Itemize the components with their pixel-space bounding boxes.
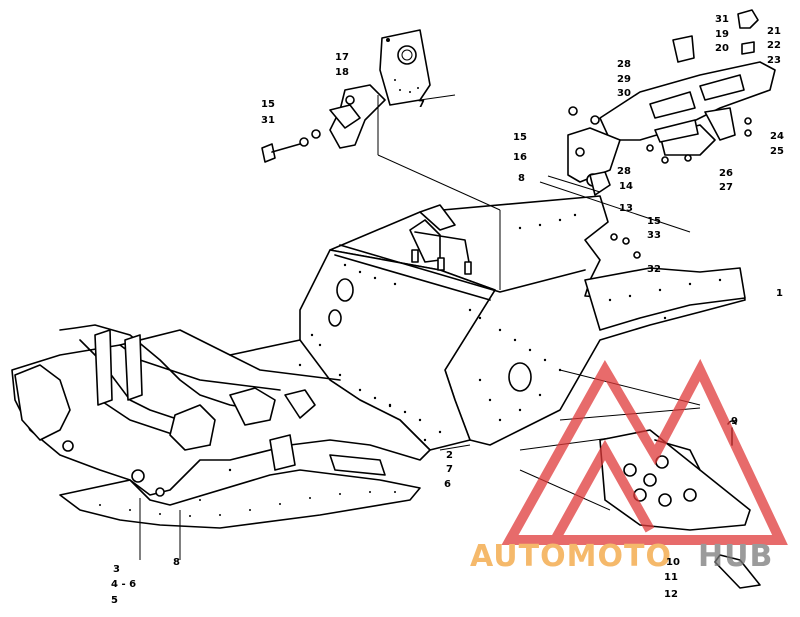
callout-32: 32 [647, 264, 661, 275]
callout-24: 24 [770, 131, 784, 142]
callout-10: 10 [666, 557, 680, 568]
callout-11: 11 [664, 572, 678, 583]
watermark-triangle-icon [501, 358, 788, 545]
callout-18: 18 [335, 67, 349, 78]
callout-9: 9 [731, 416, 738, 427]
callout-2: 2 [446, 450, 453, 461]
callout-26: 26 [719, 168, 733, 179]
callout-28-lower: 28 [617, 166, 631, 177]
callout-14: 14 [619, 181, 633, 192]
callout-15-right: 15 [647, 216, 661, 227]
watermark-text-automoto: AUTOMOTO [470, 539, 672, 574]
callout-1: 1 [776, 288, 783, 299]
callout-8: 8 [518, 173, 525, 184]
callout-19: 19 [715, 29, 729, 40]
callout-20: 20 [715, 43, 729, 54]
watermark-text-hub: HUB [698, 539, 773, 574]
callout-33: 33 [647, 230, 661, 241]
callout-12: 12 [664, 589, 678, 600]
callout-17: 17 [335, 52, 349, 63]
callout-15-left: 15 [261, 99, 275, 110]
callout-23: 23 [767, 55, 781, 66]
callout-7-upper: 7 [418, 99, 425, 110]
callout-7-lower: 7 [446, 464, 453, 475]
callout-31-left: 31 [261, 115, 275, 126]
callout-29: 29 [617, 74, 631, 85]
callout-8-lower: 8 [173, 557, 180, 568]
callout-21: 21 [767, 26, 781, 37]
callout-15-mid: 15 [513, 132, 527, 143]
callout-30: 30 [617, 88, 631, 99]
callout-28: 28 [617, 59, 631, 70]
front-rivets [228, 363, 392, 472]
callout-6: 6 [444, 479, 451, 490]
belly-pan [59, 469, 421, 529]
callout-16: 16 [513, 152, 527, 163]
callout-25: 25 [770, 146, 784, 157]
callout-3: 3 [113, 564, 120, 575]
main-frame [299, 195, 746, 451]
callout-4-6: 4 - 6 [111, 579, 136, 590]
bolt-assembly-left [261, 129, 321, 163]
callout-27: 27 [719, 182, 733, 193]
steering-bracket [329, 29, 431, 149]
hitch-bracket [567, 9, 776, 259]
callout-22: 22 [767, 40, 781, 51]
callout-31-upper: 31 [715, 14, 729, 25]
watermark-logo: AUTOMOTO HUB [470, 358, 788, 574]
callout-13: 13 [619, 203, 633, 214]
callout-labels: 1 2 3 4 - 6 5 6 7 7 8 8 9 10 11 12 13 14… [111, 14, 784, 606]
callout-5: 5 [111, 595, 118, 606]
front-bulkhead [11, 324, 431, 497]
